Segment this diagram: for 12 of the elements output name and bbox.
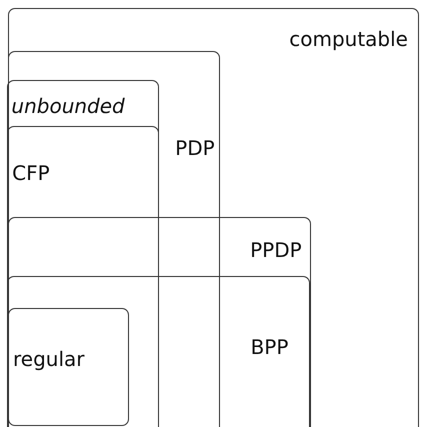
set-region: [8, 50, 220, 427]
set-label: regular: [13, 349, 84, 369]
set-label: BPP: [250, 337, 288, 358]
set-label: CFP: [12, 163, 50, 184]
set-label: PPDP: [250, 240, 302, 260]
set-label: unbounded: [11, 96, 125, 116]
set-region: [8, 8, 419, 427]
set-label: PDP: [175, 138, 215, 158]
set-region: [8, 216, 311, 427]
set-region: [8, 308, 129, 426]
set-region: [7, 276, 310, 427]
set-label: computable: [289, 29, 408, 49]
